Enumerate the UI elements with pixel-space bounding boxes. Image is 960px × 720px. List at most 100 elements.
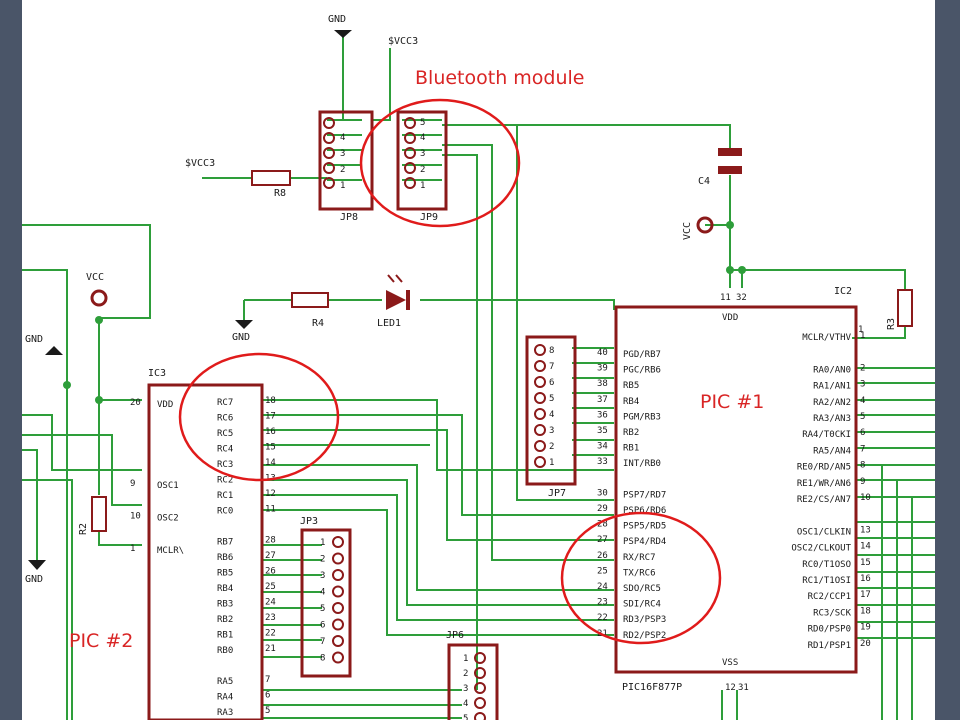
ic3-pin-label: RC0: [217, 507, 233, 517]
ic2-pin-label: RA3/AN3: [813, 414, 851, 424]
ic3-pin-label: RC3: [217, 460, 233, 470]
ic2-pin-label: PSP6/RD6: [623, 506, 666, 516]
jp3-pin-ring: [332, 569, 344, 581]
ic3-pin-number: 23: [265, 613, 276, 623]
ic3-pin-label: VDD: [157, 400, 173, 410]
ic2-pin-number: 33: [597, 457, 608, 467]
ic2-pin-number: 24: [597, 582, 608, 592]
ic3-pin-label: RC2: [217, 476, 233, 486]
ic3-pin-number: 24: [265, 598, 276, 608]
annotations: Bluetooth module PIC #1 PIC #2: [69, 67, 764, 652]
svg-text:5: 5: [420, 118, 425, 128]
ic2-pin-number: 19: [860, 623, 871, 633]
jp3-pin-number: 3: [320, 571, 325, 581]
ic3-pin-label: RC4: [217, 445, 233, 455]
jp6-pin-number: 4: [463, 699, 468, 709]
ic3-pin-number: 10: [130, 511, 141, 521]
svg-text:IC2: IC2: [834, 286, 852, 297]
svg-text:3: 3: [340, 149, 345, 159]
ic3-pin-number: 7: [265, 675, 270, 685]
ic2-pin-number: 20: [860, 639, 871, 649]
ic2-pin-label: RE1/WR/AN6: [797, 479, 851, 489]
jp6-pin-ring: [474, 667, 486, 679]
ic2-pin-label: RC3/SCK: [813, 608, 852, 618]
capacitor-c4: C4: [698, 148, 742, 187]
ic2-pin-label: RD2/PSP2: [623, 631, 666, 641]
svg-text:PIC16F877P: PIC16F877P: [622, 682, 682, 693]
jp3-pin-number: 8: [320, 654, 325, 664]
jp3-pin-ring: [332, 552, 344, 565]
ic2-pin-label: RC1/T1OSI: [802, 576, 851, 586]
ic3-pin-number: 6: [265, 691, 270, 701]
ic2-pin-label: RB2: [623, 428, 639, 438]
jp7-pin-ring: [534, 456, 546, 468]
jp3-pin-number: 4: [320, 588, 325, 598]
ic2-pin-label: OSC2/CLKOUT: [791, 544, 851, 554]
ic2-pin-number: 27: [597, 535, 608, 545]
ic2-pin-label: RA1/AN1: [813, 382, 851, 392]
ic2-pin-label: RA4/T0CKI: [802, 430, 851, 440]
ic2-pin-label: SDO/RC5: [623, 584, 661, 594]
jp7-pin-number: 4: [549, 410, 554, 420]
ic2-pin-number: 18: [860, 606, 871, 616]
svg-text:VSS: VSS: [722, 658, 738, 668]
jp7-pin-ring: [534, 440, 546, 452]
resistor-r8: R8: [251, 170, 291, 199]
ic2-pin-number: 3: [860, 380, 865, 390]
jp3-pin-number: 7: [320, 637, 325, 647]
ic3-pin-number: 1: [130, 544, 135, 554]
ic3-pin-label: OSC1: [157, 481, 179, 491]
ic2-pin-label: TX/RC6: [623, 568, 656, 578]
ic2-pin-number: 35: [597, 426, 608, 436]
ic3-pin-label: RC1: [217, 491, 233, 501]
connector-jp3: JP3: [300, 516, 352, 678]
svg-text:31: 31: [738, 683, 749, 693]
ic3-pin-number: 27: [265, 551, 276, 561]
jp3-pin-ring: [332, 585, 344, 598]
svg-text:2: 2: [340, 165, 345, 175]
jp3-pin-number: 6: [320, 621, 325, 631]
svg-text:IC3: IC3: [148, 368, 166, 379]
ic2-pin-label: PGM/RB3: [623, 412, 661, 422]
svg-text:1: 1: [420, 181, 425, 191]
ic2-pin-number: 22: [597, 613, 608, 623]
ic3-pin-label: MCLR\: [157, 546, 184, 556]
ic3-pin-label: RB0: [217, 646, 233, 656]
svg-text:12: 12: [725, 683, 736, 693]
ic2-pin-label: PSP4/RD4: [623, 537, 666, 547]
jp7-pin-number: 1: [549, 458, 554, 468]
vcc-right-symbol: VCC: [682, 216, 714, 240]
resistor-r4: R4: [291, 292, 329, 329]
svg-text:R8: R8: [274, 188, 286, 199]
ic2-pin-number: 30: [597, 488, 608, 498]
jp6-pin-ring: [474, 697, 486, 709]
svg-text:32: 32: [736, 293, 747, 303]
gnd-top-symbol: GND: [328, 14, 352, 38]
ic3-pin-label: RC5: [217, 429, 233, 439]
resistor-r3: R3: [886, 289, 913, 330]
svg-text:4: 4: [420, 133, 425, 143]
svg-text:JP9: JP9: [420, 212, 438, 223]
ic3-pin-number: 28: [265, 536, 276, 546]
jp6-pin-number: 5: [463, 714, 468, 720]
ic2-pin-label: RD3/PSP3: [623, 615, 666, 625]
svg-text:R4: R4: [312, 318, 324, 329]
ic2-pin-number: 4: [860, 396, 865, 406]
jp3-pin-number: 2: [320, 555, 325, 565]
connector-jp8: 43 21 JP8: [318, 110, 374, 223]
jp7-pin-ring: [534, 376, 546, 388]
ic3-pin-label: RB5: [217, 569, 233, 579]
ic2-pin-number: 5: [860, 412, 865, 422]
svg-text:GND: GND: [25, 574, 43, 585]
pic1-uart-highlight-circle: [560, 511, 722, 645]
ic2-pin-number: 15: [860, 558, 871, 568]
ic2-pin-label: RB4: [623, 397, 639, 407]
svg-text:2: 2: [420, 165, 425, 175]
svg-text:GND: GND: [232, 332, 250, 343]
svg-text:R3: R3: [886, 318, 897, 330]
jp3-pin-ring: [332, 635, 344, 647]
ic2-pin-number: 40: [597, 348, 608, 358]
ic3-pin-label: RA3: [217, 708, 233, 718]
